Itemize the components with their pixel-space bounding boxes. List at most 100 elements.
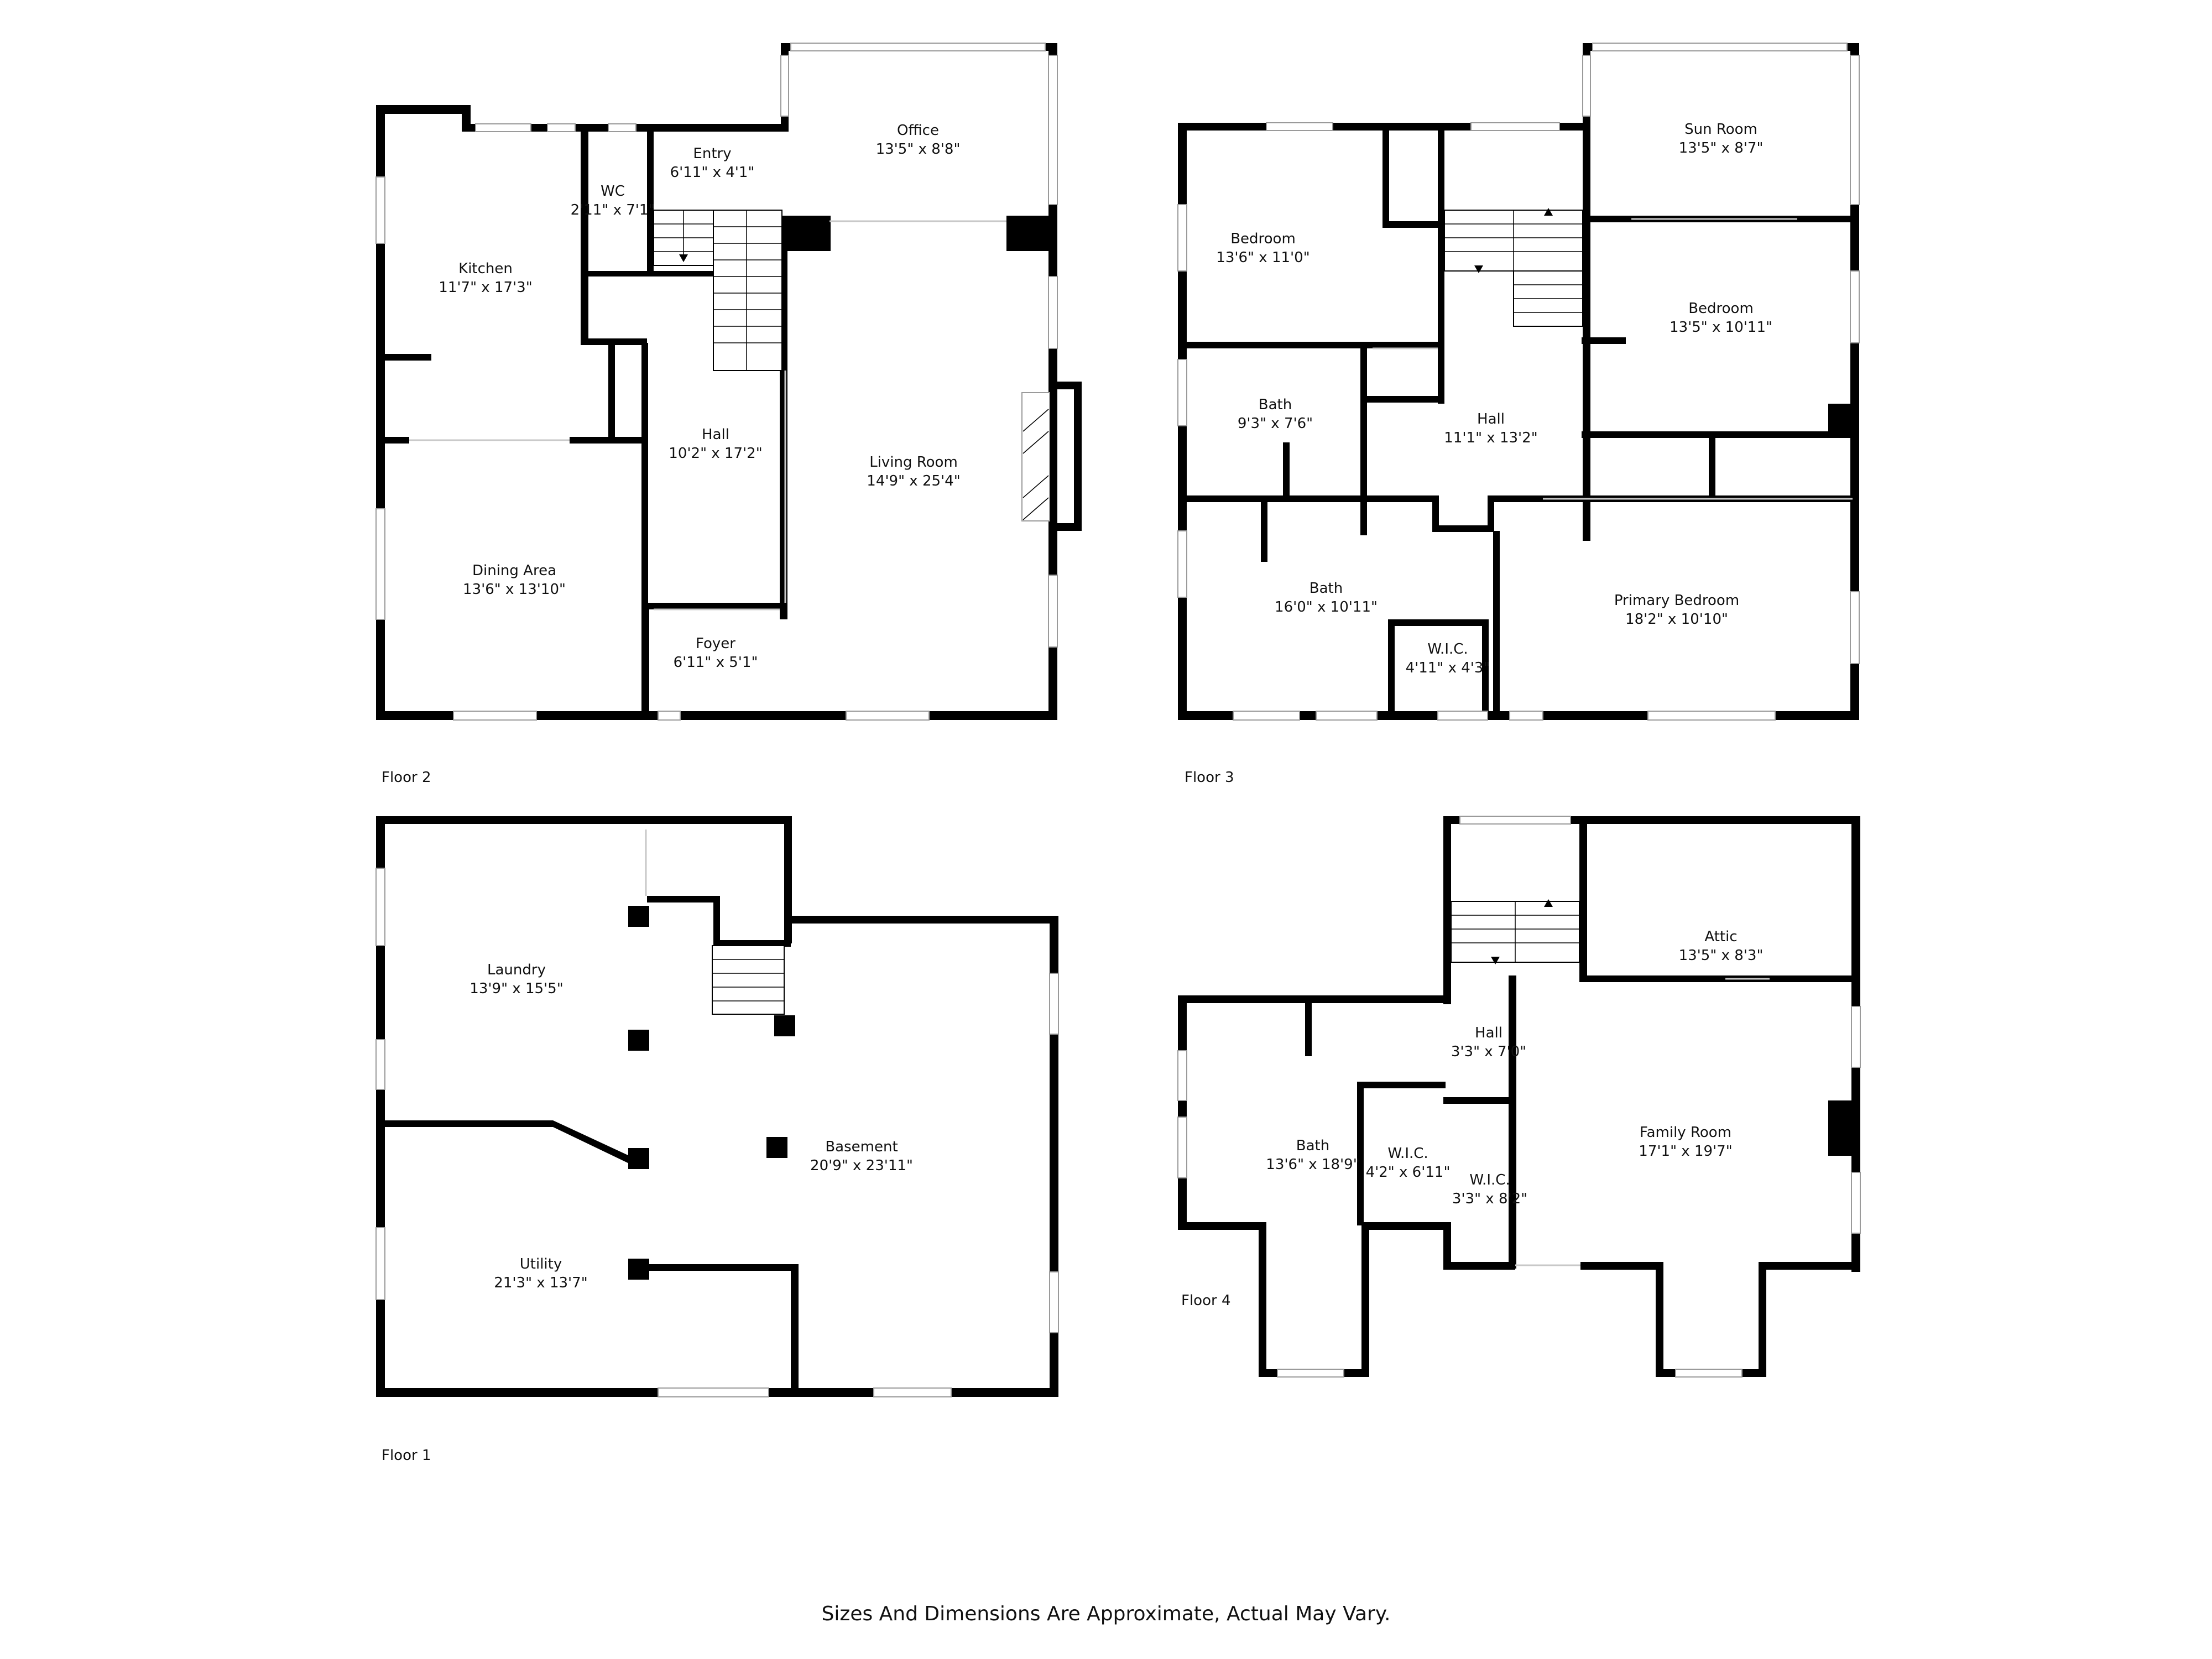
- wall: [1383, 221, 1443, 228]
- window: [1049, 973, 1059, 1035]
- room-name: W.I.C.: [1469, 1172, 1510, 1188]
- window: [375, 176, 385, 244]
- wall: [1360, 396, 1443, 403]
- floor-4-plan: [1177, 816, 1861, 1378]
- room-dimensions: 13'6" x 13'10": [463, 581, 566, 598]
- wall: [1048, 523, 1082, 531]
- window: [1509, 711, 1543, 721]
- floor-label: Floor 4: [1181, 1292, 1231, 1309]
- room-dimensions: 17'1" x 19'7": [1639, 1143, 1732, 1160]
- wall: [1438, 127, 1444, 404]
- window: [547, 123, 576, 132]
- wall: [774, 1015, 795, 1036]
- wall: [1579, 816, 1587, 982]
- wall: [376, 1120, 553, 1127]
- wall: [1357, 1082, 1446, 1088]
- wall: [1850, 43, 1859, 720]
- wall: [641, 343, 648, 719]
- window: [1177, 530, 1187, 598]
- room-labels: Entry 6'11" x 4'1" Office 13'5" x 8'8" W…: [439, 121, 1772, 1291]
- window: [1470, 122, 1560, 131]
- window: [1316, 711, 1378, 721]
- wall: [647, 127, 654, 271]
- wall: [1432, 525, 1493, 532]
- room-dimensions: 4'2" x 6'11": [1366, 1164, 1451, 1181]
- wall: [1178, 342, 1443, 348]
- wall: [1509, 975, 1516, 1269]
- wall: [766, 1137, 787, 1158]
- room-dimensions: 11'1" x 13'2": [1444, 430, 1537, 446]
- window: [1177, 1117, 1187, 1178]
- window: [1048, 55, 1058, 205]
- wall: [628, 1030, 649, 1051]
- room-dimensions: 13'5" x 8'3": [1679, 947, 1764, 964]
- room-dimensions: 16'0" x 10'11": [1275, 599, 1378, 615]
- floor-1-plan: [375, 816, 1059, 1397]
- window: [846, 711, 930, 721]
- room-name: Basement: [825, 1139, 898, 1155]
- room-dimensions: 18'2" x 10'10": [1625, 611, 1728, 628]
- window: [608, 123, 637, 132]
- room-name: Dining Area: [472, 562, 556, 579]
- room-dimensions: 11'7" x 17'3": [439, 279, 532, 296]
- wall: [1759, 1262, 1860, 1270]
- room-name: Utility: [520, 1256, 562, 1272]
- room-dimensions: 9'3" x 7'6": [1238, 415, 1313, 432]
- wall: [1443, 1097, 1515, 1104]
- wall: [628, 1259, 649, 1280]
- wall: [1388, 619, 1395, 719]
- wall: [608, 343, 615, 437]
- floor-label: Floor 3: [1185, 769, 1234, 786]
- room-name: Sun Room: [1684, 121, 1757, 138]
- room-name: Primary Bedroom: [1614, 592, 1739, 609]
- window: [1177, 1050, 1187, 1101]
- wall: [1579, 816, 1860, 824]
- wall: [1259, 1222, 1266, 1377]
- room-dimensions: 13'9" x 15'5": [469, 980, 563, 997]
- wall: [581, 127, 588, 345]
- window: [475, 123, 531, 132]
- window: [1459, 816, 1571, 825]
- window: [375, 868, 385, 946]
- wall: [1048, 382, 1082, 389]
- wall: [1305, 995, 1312, 1056]
- wall: [1488, 495, 1494, 532]
- room-dimensions: 21'3" x 13'7": [494, 1275, 587, 1291]
- room-name: Living Room: [869, 454, 958, 471]
- wall: [784, 916, 1058, 924]
- wall: [647, 896, 719, 902]
- wall: [628, 1148, 649, 1169]
- room-name: Hall: [1475, 1025, 1503, 1041]
- wall: [1443, 1222, 1451, 1270]
- window: [873, 1387, 952, 1397]
- window: [1851, 1172, 1861, 1234]
- wall: [1482, 619, 1489, 719]
- wall: [1582, 431, 1858, 438]
- wall: [1261, 495, 1267, 562]
- room-name: Bath: [1310, 580, 1343, 597]
- window: [1277, 1369, 1344, 1378]
- window: [1437, 711, 1488, 721]
- wall: [1360, 342, 1367, 535]
- wall: [1580, 1262, 1663, 1270]
- wall: [581, 338, 647, 345]
- room-name: Hall: [1477, 411, 1505, 427]
- room-dimensions: 3'3" x 8'2": [1452, 1191, 1527, 1207]
- room-name: Attic: [1704, 928, 1737, 945]
- window: [1675, 1369, 1743, 1378]
- wall: [1583, 43, 1590, 541]
- room-dimensions: 6'11" x 4'1": [670, 164, 755, 181]
- window: [1850, 591, 1860, 664]
- wall: [1709, 431, 1715, 498]
- window: [1647, 711, 1776, 721]
- room-dimensions: 13'6" x 18'9": [1266, 1156, 1359, 1173]
- fireplace: [1021, 392, 1050, 521]
- wall: [1357, 1082, 1364, 1225]
- wall: [1178, 995, 1187, 1230]
- wall: [1443, 816, 1451, 1004]
- wall: [628, 906, 649, 927]
- room-name: W.I.C.: [1387, 1145, 1428, 1162]
- window: [1177, 359, 1187, 426]
- wall: [1579, 975, 1856, 982]
